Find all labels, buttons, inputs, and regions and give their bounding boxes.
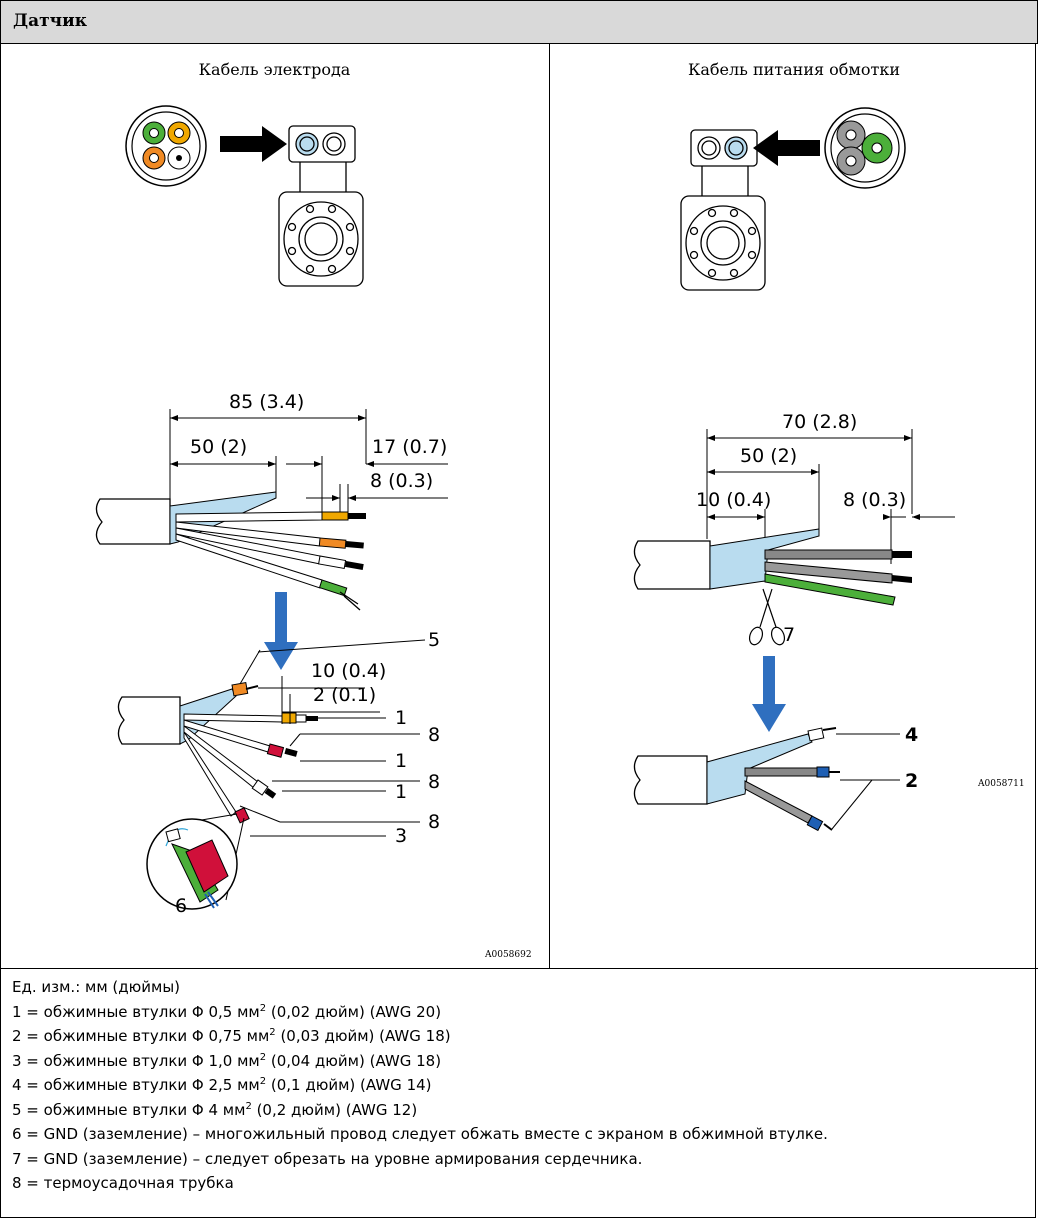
- electrode-cable-cross-section: [125, 105, 207, 187]
- stripped-coil-cable: [633, 528, 912, 606]
- sensor-body: [278, 125, 364, 287]
- magnifier-detail: [146, 813, 245, 910]
- dim-label-70: 70 (2.8): [782, 411, 857, 433]
- legend-item-7: 7 = GND (заземление) – следует обрезать …: [12, 1149, 643, 1168]
- legend-item-1: 1 = обжимные втулки Φ 0,5 мм2 (0,02 дюйм…: [12, 1002, 442, 1021]
- callout-leaders: [831, 733, 900, 830]
- section-header: Датчик: [0, 0, 1038, 44]
- stripped-electrode-cable: [95, 491, 366, 611]
- right-figure-code: A0058711: [978, 779, 1025, 789]
- down-arrow-icon: [264, 592, 298, 670]
- callout-1: 1: [395, 781, 407, 803]
- dim-label-85: 85 (3.4): [229, 391, 304, 413]
- dim-label-10: 10 (0.4): [311, 660, 386, 682]
- dimension-arrows: [707, 435, 920, 520]
- down-arrow-icon: [752, 656, 786, 732]
- crimped-coil-cable: [633, 727, 840, 832]
- dim-label-50: 50 (2): [190, 436, 247, 458]
- callout-7: 7: [783, 624, 795, 646]
- legend: Ед. изм.: мм (дюймы) 1 = обжимные втулки…: [12, 975, 828, 1196]
- callout-1: 1: [395, 707, 407, 729]
- callout-3: 3: [395, 825, 407, 847]
- callout-1: 1: [395, 750, 407, 772]
- callout-8: 8: [428, 724, 440, 746]
- dim-label-8: 8 (0.3): [370, 470, 433, 492]
- coil-dimensions: [706, 429, 955, 564]
- sensor-body: [680, 129, 766, 291]
- dim-label-2: 2 (0.1): [313, 684, 376, 706]
- dim-label-10: 10 (0.4): [696, 489, 771, 511]
- dimension-arrows: [170, 415, 374, 501]
- callout-8: 8: [428, 811, 440, 833]
- dim-label-17: 17 (0.7): [372, 436, 447, 458]
- legend-item-2: 2 = обжимные втулки Φ 0,75 мм2 (0,03 дюй…: [12, 1027, 451, 1045]
- coil-cable-diagram: 70 (2.8) 50 (2) 10 (0.4) 8 (0.3) 7 4 2: [633, 107, 955, 832]
- callout-leaders: [239, 717, 420, 837]
- legend-item-8: 8 = термоусадочная трубка: [12, 1174, 234, 1192]
- coil-cable-cross-section: [824, 107, 906, 189]
- left-panel-title: Кабель электрода: [198, 60, 351, 79]
- dim-label-50: 50 (2): [740, 445, 797, 467]
- callout-8: 8: [428, 771, 440, 793]
- callout-2: 2: [905, 770, 918, 792]
- legend-item-4: 4 = обжимные втулки Φ 2,5 мм2 (0,1 дюйм)…: [12, 1076, 432, 1094]
- callout-6: 6: [175, 895, 187, 917]
- row-divider: [0, 968, 1038, 969]
- callout-5: 5: [428, 629, 440, 651]
- legend-item-3: 3 = обжимные втулки Φ 1,0 мм2 (0,04 дюйм…: [12, 1051, 442, 1070]
- crimped-electrode-cable: [117, 681, 318, 824]
- crimp-dimensions: [239, 639, 426, 724]
- right-panel-title: Кабель питания обмотки: [687, 60, 901, 79]
- dim-label-8: 8 (0.3): [843, 489, 906, 511]
- legend-units: Ед. изм.: мм (дюймы): [12, 978, 181, 996]
- header-title: Датчик: [13, 11, 87, 31]
- electrode-cable-diagram: 85 (3.4) 50 (2) 17 (0.7) 8 (0.3): [95, 105, 448, 917]
- column-divider: [549, 44, 550, 968]
- legend-item-5: 5 = обжимные втулки Φ 4 мм2 (0,2 дюйм) (…: [12, 1100, 418, 1119]
- scissors-icon: [748, 588, 786, 646]
- left-figure-code: A0058692: [485, 950, 532, 960]
- arrow-icon: [220, 126, 287, 162]
- legend-item-6: 6 = GND (заземление) – многожильный пров…: [12, 1125, 828, 1143]
- callout-4: 4: [905, 724, 918, 746]
- arrow-icon: [753, 130, 820, 166]
